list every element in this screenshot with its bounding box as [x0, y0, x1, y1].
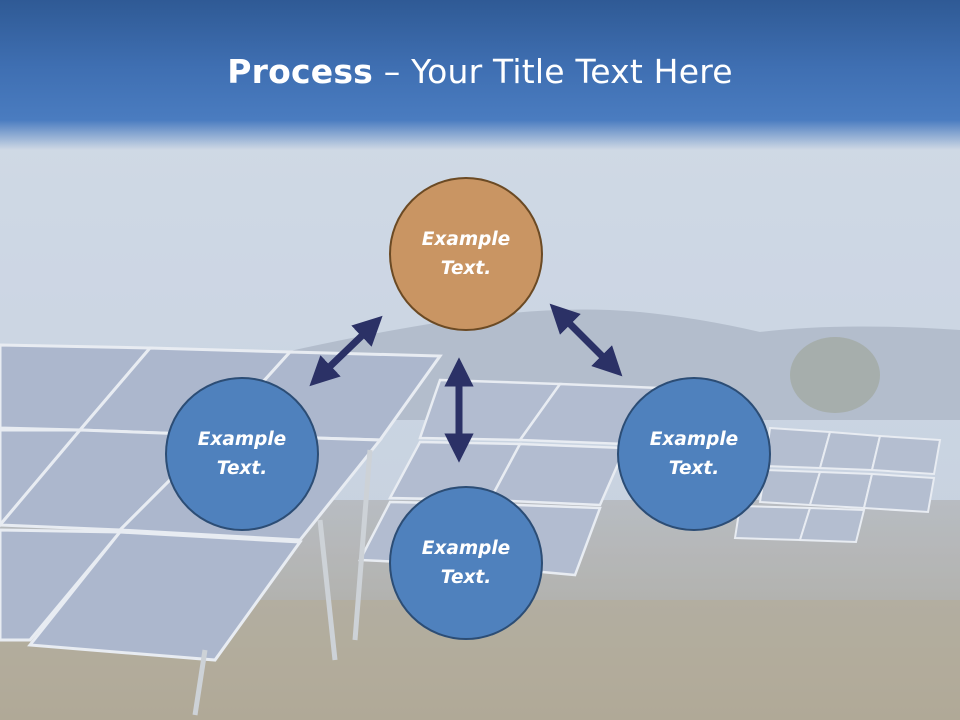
bottom-node-line2: Text. [440, 567, 492, 588]
center-node-line1: Example [421, 229, 511, 250]
slide-title: Process – Your Title Text Here [0, 52, 960, 91]
left-node-line2: Text. [216, 458, 268, 479]
right-node-line2: Text. [668, 458, 720, 479]
right-node: Example Text. [617, 377, 771, 531]
bottom-node-line1: Example [421, 538, 511, 559]
right-node-line1: Example [649, 429, 739, 450]
left-node: Example Text. [165, 377, 319, 531]
title-band [0, 0, 960, 150]
center-node: Example Text. [389, 177, 543, 331]
center-node-line2: Text. [440, 258, 492, 279]
title-bold-part: Process [227, 52, 374, 91]
left-node-line1: Example [197, 429, 287, 450]
bottom-node: Example Text. [389, 486, 543, 640]
title-rest-part: – Your Title Text Here [373, 52, 733, 91]
